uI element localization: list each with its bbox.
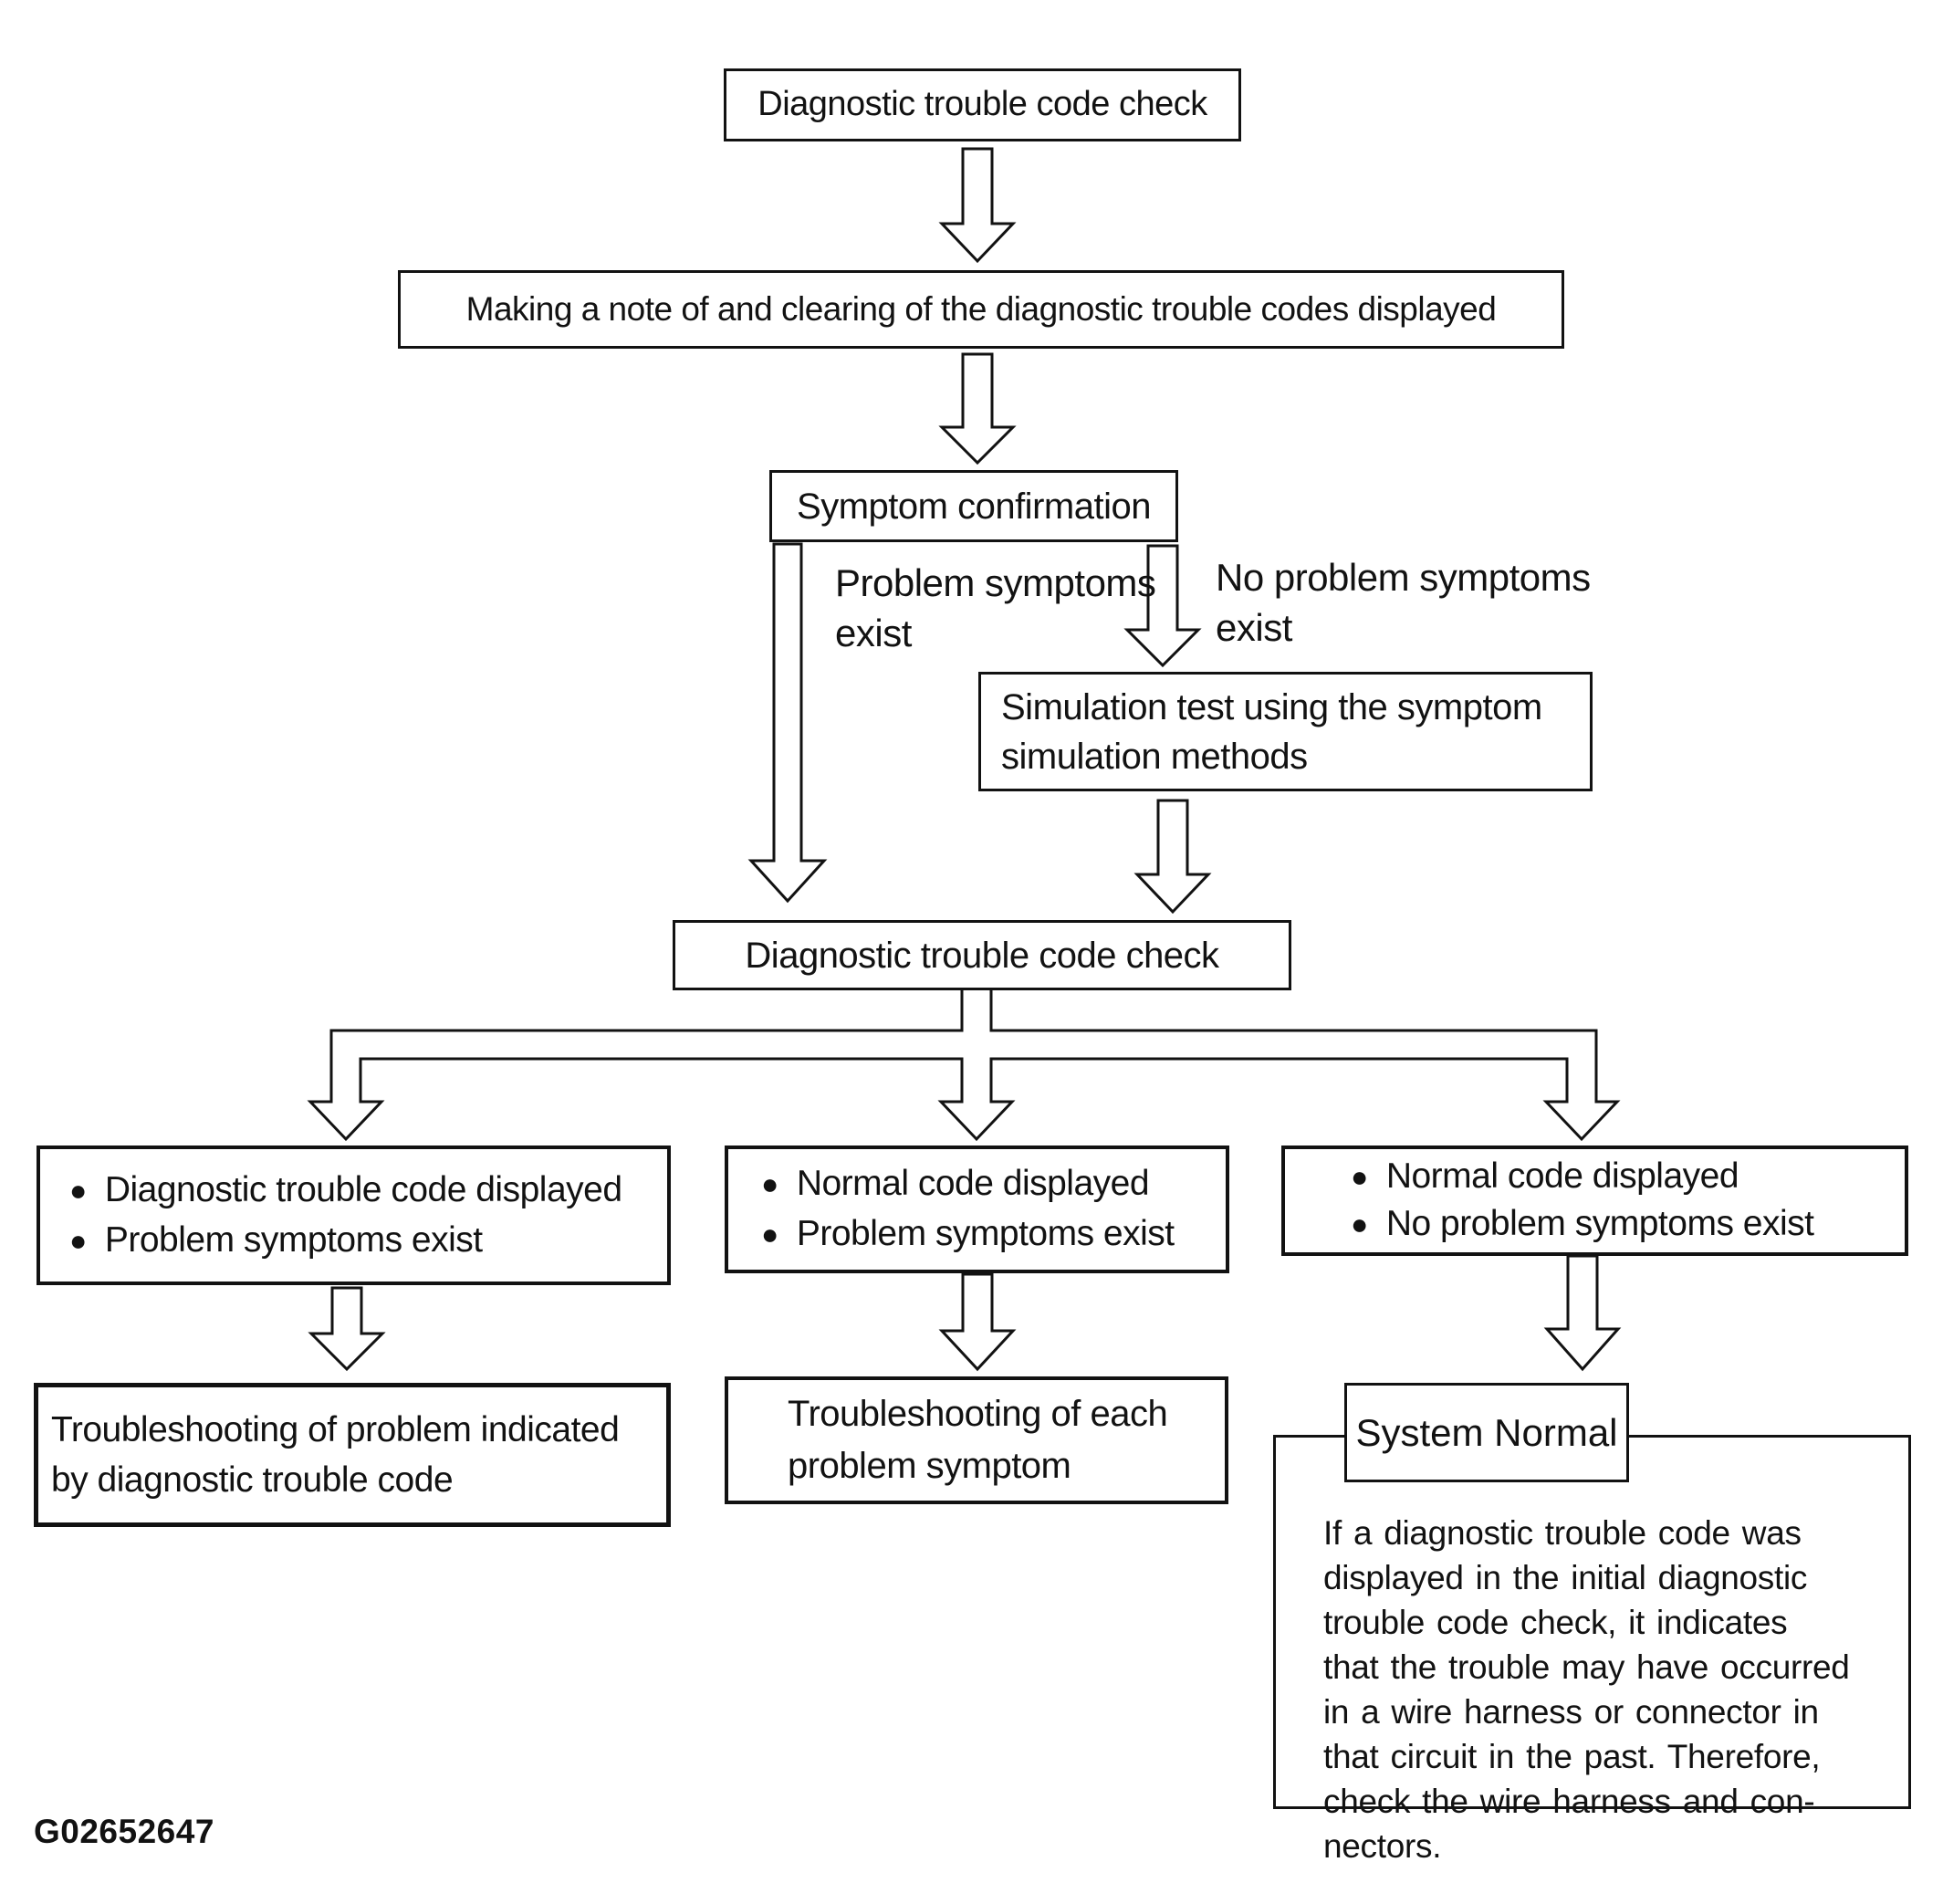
result-box-dtc-displayed: Diagnostic trouble code displayed Proble… xyxy=(37,1146,671,1285)
step-symptom-confirmation: Symptom confirmation xyxy=(769,470,1178,542)
down-arrow-icon xyxy=(938,352,1017,466)
result-item-label: Problem symptoms exist xyxy=(104,1219,483,1260)
step-dtc-check-2: Diagnostic trouble code check xyxy=(673,920,1291,990)
branch-label-no-problem-symptoms-exist: No problem symptoms exist xyxy=(1216,556,1591,649)
step-simulation-test: Simulation test using the symptom simula… xyxy=(978,672,1593,791)
result-item-label: Normal code displayed xyxy=(1385,1156,1739,1197)
result-box-normal-code-no-symptoms: Normal code displayed No problem symptom… xyxy=(1281,1146,1908,1256)
result-item: Problem symptoms exist xyxy=(761,1213,1226,1256)
outcome-troubleshooting-by-dtc: Troubleshooting of problem indicated by … xyxy=(34,1383,671,1527)
system-normal-box: System Normal xyxy=(1344,1383,1629,1482)
result-item-label: Problem symptoms exist xyxy=(796,1214,1175,1253)
system-normal-note-box: If a diagnostic trouble code was display… xyxy=(1273,1435,1911,1865)
result-box-normal-code-symptoms: Normal code displayed Problem symptoms e… xyxy=(725,1146,1229,1273)
step-dtc-check-2-label: Diagnostic trouble code check xyxy=(745,935,1219,976)
step-note-and-clear-codes: Making a note of and clearing of the dia… xyxy=(398,270,1564,349)
result-item: No problem symptoms exist xyxy=(1351,1203,1905,1246)
down-arrow-icon xyxy=(1123,544,1202,668)
result-item: Diagnostic trouble code displayed xyxy=(69,1169,667,1212)
step-dtc-check-1: Diagnostic trouble code check xyxy=(724,68,1241,141)
step-note-and-clear-codes-label: Making a note of and clearing of the dia… xyxy=(465,289,1497,328)
down-arrow-icon xyxy=(308,1286,386,1372)
down-arrow-icon xyxy=(938,147,1017,264)
step-simulation-test-label: Simulation test using the symptom simula… xyxy=(1001,686,1542,777)
step-symptom-confirmation-label: Symptom confirmation xyxy=(797,486,1151,527)
down-arrow-icon xyxy=(1543,1254,1622,1372)
system-normal-note-text: If a diagnostic trouble code was display… xyxy=(1323,1514,1850,1865)
system-normal-label: System Normal xyxy=(1355,1410,1618,1454)
step-dtc-check-1-label: Diagnostic trouble code check xyxy=(757,85,1207,124)
result-item: Normal code displayed xyxy=(761,1163,1226,1206)
branch-connector xyxy=(307,984,1621,1142)
result-item-label: Normal code displayed xyxy=(796,1164,1150,1204)
result-item: Normal code displayed xyxy=(1351,1156,1905,1198)
branch-label-problem-symptoms-exist: Problem symptoms exist xyxy=(835,561,1156,654)
down-arrow-icon xyxy=(938,1272,1017,1372)
outcome-troubleshooting-each-symptom-label: Troubleshooting of each problem symptom xyxy=(788,1394,1168,1486)
long-down-arrow-icon xyxy=(747,542,828,904)
figure-code: G02652647 xyxy=(34,1813,214,1850)
result-item: Problem symptoms exist xyxy=(69,1219,667,1262)
down-arrow-icon xyxy=(1133,799,1212,915)
outcome-troubleshooting-by-dtc-label: Troubleshooting of problem indicated by … xyxy=(51,1409,620,1500)
outcome-troubleshooting-each-symptom: Troubleshooting of each problem symptom xyxy=(725,1376,1228,1504)
result-item-label: No problem symptoms exist xyxy=(1385,1204,1814,1243)
result-item-label: Diagnostic trouble code displayed xyxy=(104,1169,622,1209)
